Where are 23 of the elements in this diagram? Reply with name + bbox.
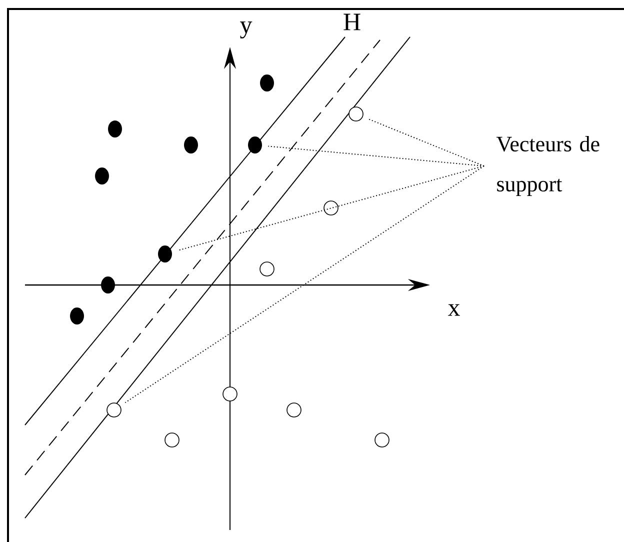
callout-text: Vecteurs de support xyxy=(496,136,600,196)
filled-point xyxy=(95,168,109,184)
filled-point xyxy=(70,308,84,324)
hollow-point xyxy=(106,402,122,418)
leader-line xyxy=(124,166,484,404)
leader-line xyxy=(368,118,484,166)
hollow-point xyxy=(164,432,180,448)
hollow-point xyxy=(374,432,390,448)
filled-point xyxy=(158,246,172,262)
filled-point xyxy=(248,136,262,154)
leader-line xyxy=(177,166,484,251)
axis-label: x xyxy=(448,304,460,316)
hollow-point xyxy=(222,386,238,402)
axis-label: y xyxy=(240,22,252,38)
filled-point xyxy=(101,276,115,294)
filled-point xyxy=(108,120,122,138)
hollow-point xyxy=(348,106,364,122)
filled-point xyxy=(260,74,274,92)
axis-label: H xyxy=(344,14,360,30)
hollow-point xyxy=(324,200,338,216)
filled-point xyxy=(184,136,198,154)
hollow-point xyxy=(286,402,302,418)
hollow-point xyxy=(260,262,274,276)
